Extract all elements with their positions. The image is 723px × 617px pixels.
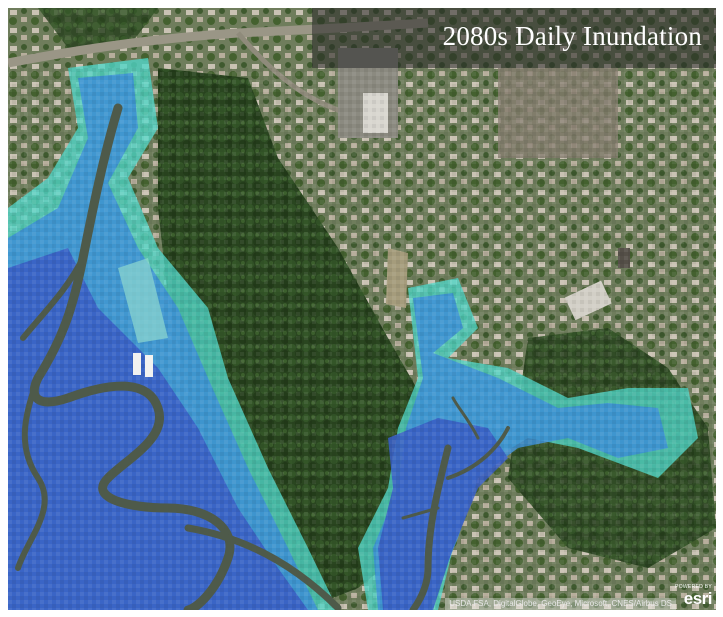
map-view[interactable]: 2080s Daily Inundation USDA FSA, Digital… — [8, 8, 716, 610]
esri-brand: esri — [683, 589, 713, 608]
map-title: 2080s Daily Inundation — [442, 21, 702, 51]
esri-logo[interactable]: POWERED BY esri — [672, 584, 712, 608]
satellite-imagery — [8, 8, 716, 610]
river-channel — [15, 103, 510, 610]
map-attribution[interactable]: USDA FSA, DigitalGlobe, GeoEye, Microsof… — [445, 598, 676, 610]
esri-powered-by: POWERED BY — [675, 584, 712, 590]
highway — [8, 18, 429, 68]
map-title-panel: 2080s Daily Inundation — [312, 8, 716, 68]
